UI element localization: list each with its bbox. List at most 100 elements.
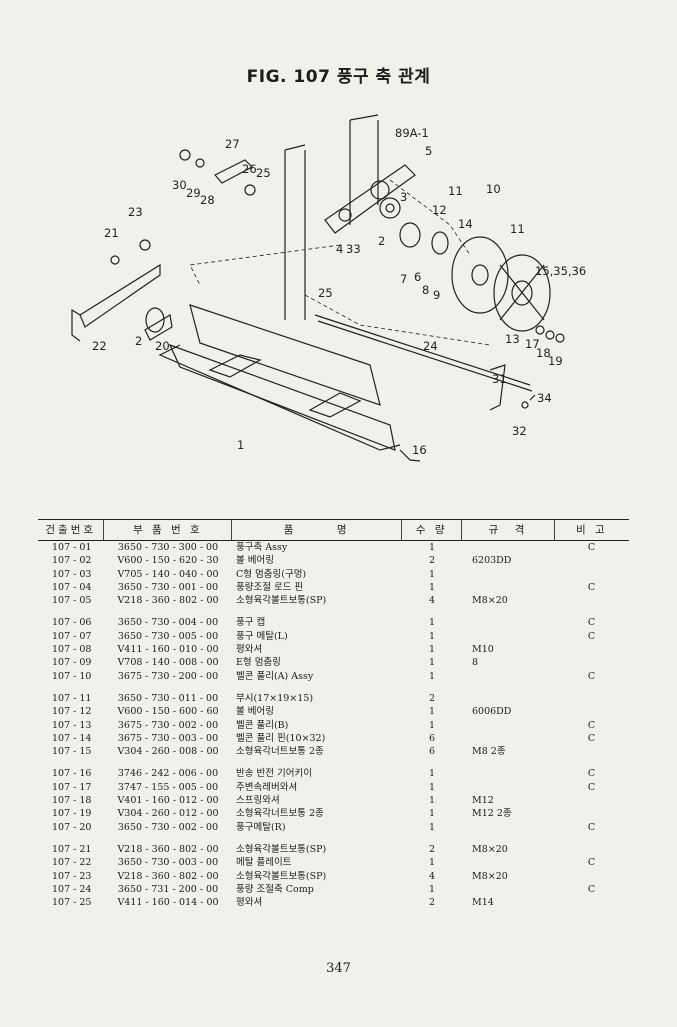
cell-note [554, 843, 629, 856]
cell-name: 풍구 메탈(L) [236, 630, 288, 642]
cell-note [554, 794, 629, 807]
cell-spec: M12 [472, 795, 494, 807]
cell-name: 볼 베어링 [236, 555, 274, 567]
cell-note [554, 896, 629, 909]
cell-no: 107 - 07 [52, 630, 92, 642]
cell-part: 3747 - 155 - 005 - 00 [117, 781, 219, 793]
callout: 3 [400, 190, 407, 204]
bearing [379, 197, 401, 219]
cell-name: 풍량 조절축 Comp [236, 883, 314, 895]
cell-qty: 1 [428, 670, 436, 682]
cell-qty: 1 [428, 883, 436, 895]
cell-name: 메탈 플레이트 [236, 857, 292, 869]
cell-no: 107 - 12 [52, 706, 92, 718]
callout: 89A-1 [395, 126, 429, 140]
cell-spec [462, 781, 554, 794]
cell-qty: 2 [428, 843, 436, 855]
cell-spec: M10 [472, 644, 494, 656]
metal-plate [79, 263, 161, 328]
cell-no: 107 - 03 [52, 568, 92, 580]
cell-note [554, 807, 629, 820]
cell-spec [462, 630, 554, 643]
callout: 2 [378, 234, 385, 248]
cell-part: V411 - 160 - 010 - 00 [117, 644, 219, 656]
cell-no: 107 - 17 [52, 781, 92, 793]
cell-part: 3650 - 731 - 200 - 00 [117, 883, 219, 895]
callout: 4 [336, 242, 343, 256]
callout: 28 [200, 193, 215, 207]
frame-member [284, 120, 379, 320]
cell-part: V600 - 150 - 620 - 30 [117, 555, 219, 567]
cell-name: 볼 베어링 [236, 706, 274, 718]
cell-qty: 4 [428, 595, 436, 607]
cell-note: C [587, 670, 596, 682]
callout: 16 [412, 443, 427, 457]
cell-qty: 2 [428, 555, 436, 567]
fan-cap [399, 222, 421, 248]
cell-name: 반송 반전 기어키이 [236, 768, 312, 780]
cell-spec: M8×20 [472, 843, 508, 855]
cell-no: 107 - 11 [52, 692, 92, 704]
cell-no: 107 - 25 [52, 897, 92, 909]
callout: 26 [242, 162, 257, 176]
callout: 23 [128, 205, 143, 219]
cell-no: 107 - 13 [52, 719, 92, 731]
cell-qty: 1 [428, 857, 436, 869]
cell-qty: 6 [428, 732, 436, 744]
cell-spec: 6006DD [472, 706, 512, 718]
cell-qty: 1 [428, 617, 436, 629]
callout: 13 [505, 332, 520, 346]
cell-part: 3675 - 730 - 002 - 00 [117, 719, 219, 731]
callout-labels: 89A-1 5 27 26 25 30 29 28 23 21 3 11 10 … [92, 126, 586, 457]
cell-qty: 1 [428, 768, 436, 780]
cell-part: V411 - 160 - 014 - 00 [117, 897, 219, 909]
callout: 29 [186, 186, 201, 200]
cell-spec [462, 732, 554, 745]
cell-note [554, 705, 629, 718]
cell-note [554, 643, 629, 656]
cell-name: 평와셔 [236, 644, 263, 656]
callout: 30 [172, 178, 187, 192]
cell-qty: 1 [428, 657, 436, 669]
col-header-part-number: 부 품 번 호 [103, 520, 231, 540]
cell-no: 107 - 20 [52, 821, 92, 833]
callout: 15,35,36 [535, 264, 586, 278]
cell-note [554, 692, 629, 705]
col-header-quantity: 수 량 [400, 520, 462, 540]
cell-spec: 8 [472, 657, 479, 669]
cell-qty: 1 [428, 808, 436, 820]
cell-qty: 2 [428, 692, 436, 704]
cell-part: V708 - 140 - 008 - 00 [117, 657, 219, 669]
cell-note: C [587, 581, 596, 593]
cell-name: 부시(17×19×15) [236, 692, 314, 704]
callout: 11 [448, 184, 463, 198]
cell-no: 107 - 16 [52, 768, 92, 780]
callout: 24 [423, 339, 438, 353]
cell-no: 107 - 14 [52, 732, 92, 744]
cell-name: 소형육각볼트보통(SP) [236, 843, 327, 855]
cell-note: C [587, 781, 596, 793]
cell-name: 풍구메탈(R) [236, 821, 286, 833]
cell-qty: 1 [428, 781, 436, 793]
cell-qty: 6 [428, 746, 436, 758]
cell-no: 107 - 05 [52, 595, 92, 607]
callout: 31 [492, 372, 507, 386]
cell-note [554, 745, 629, 758]
cell-name: C형 멈춤링(구멍) [236, 568, 307, 580]
callout: 2 [135, 334, 142, 348]
callout: 22 [92, 339, 107, 353]
pulley-a [451, 236, 509, 314]
cell-spec [462, 616, 554, 629]
cell-spec [462, 883, 554, 896]
